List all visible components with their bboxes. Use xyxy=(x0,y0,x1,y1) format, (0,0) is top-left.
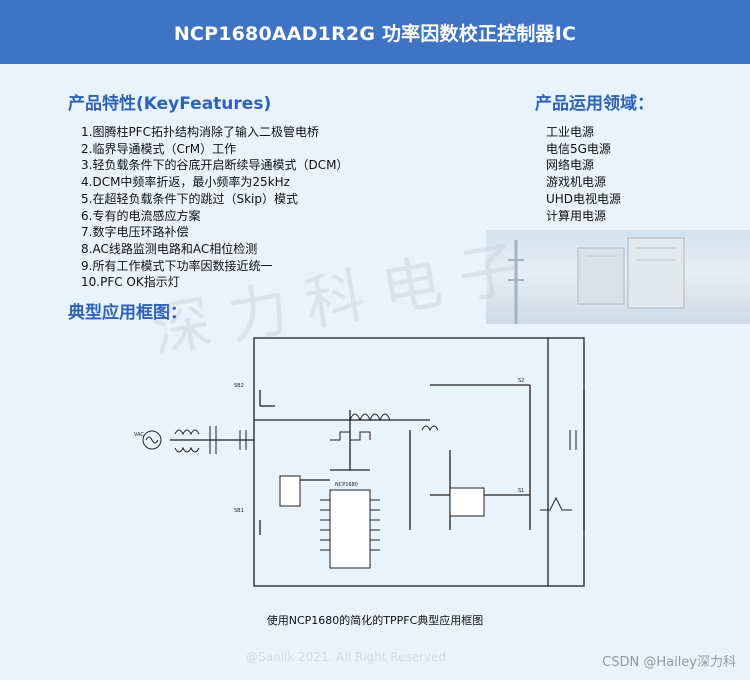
features-title: 产品特性(KeyFeatures) xyxy=(68,94,272,114)
page-header: NCP1680AAD1R2G 功率因数校正控制器IC xyxy=(0,0,750,64)
feature-item: 8.AC线路监测电路和AC相位检测 xyxy=(81,241,258,256)
sb2-label: SB2 xyxy=(234,383,244,389)
application-item: 电信5G电源 xyxy=(546,141,611,156)
feature-item: 6.专有的电流感应方案 xyxy=(81,208,201,223)
s1-label: S1 xyxy=(518,488,524,494)
application-item: 游戏机电源 xyxy=(546,175,607,190)
chip-label: NCP1680 xyxy=(335,482,358,488)
vac-label: VAC xyxy=(134,432,144,438)
sb1-label: SB1 xyxy=(234,508,244,514)
application-item: 计算用电源 xyxy=(546,208,607,223)
diagram-caption: 使用NCP1680的简化的TPPFC典型应用框图 xyxy=(266,614,484,627)
copyright-text: @Sanlik 2021. All Right Reserved. xyxy=(246,650,450,664)
page-title: NCP1680AAD1R2G 功率因数校正控制器IC xyxy=(173,22,577,45)
feature-item: 2.临界导通模式（CrM）工作 xyxy=(81,141,237,156)
applications-title: 产品运用领域： xyxy=(535,94,654,114)
diagram-title: 典型应用框图： xyxy=(68,303,187,323)
application-item: UHD电视电源 xyxy=(546,191,622,206)
feature-item: 10.PFC OK指示灯 xyxy=(81,275,180,290)
s2-label: S2 xyxy=(518,378,524,384)
tppfc-schematic: NCP1680 SB2 SB1 S2 S1 VAC xyxy=(134,337,585,587)
feature-item: 5.在超轻负载条件下的跳过（Skip）模式 xyxy=(81,191,298,206)
application-item: 工业电源 xyxy=(546,125,595,139)
equipment-illustration xyxy=(508,237,685,324)
feature-item: 3.轻负载条件下的谷底开启断续导通模式（DCM） xyxy=(81,158,349,173)
feature-item: 9.所有工作模式下功率因数接近统一 xyxy=(81,258,273,273)
features-list: 1.图腾柱PFC拓扑结构消除了输入二极管电桥 2.临界导通模式（CrM）工作 3… xyxy=(81,124,348,291)
feature-item: 7.数字电压环路补偿 xyxy=(81,225,189,240)
applications-list: 工业电源 电信5G电源 网络电源 游戏机电源 UHD电视电源 计算用电源 xyxy=(546,124,621,224)
csdn-attribution: CSDN @Hailey深力科 xyxy=(602,655,736,670)
equipment-photo xyxy=(486,230,750,324)
feature-item: 1.图腾柱PFC拓扑结构消除了输入二极管电桥 xyxy=(81,125,319,139)
application-item: 网络电源 xyxy=(546,158,595,173)
feature-item: 4.DCM中频率折返，最小频率为25kHz xyxy=(81,175,290,190)
